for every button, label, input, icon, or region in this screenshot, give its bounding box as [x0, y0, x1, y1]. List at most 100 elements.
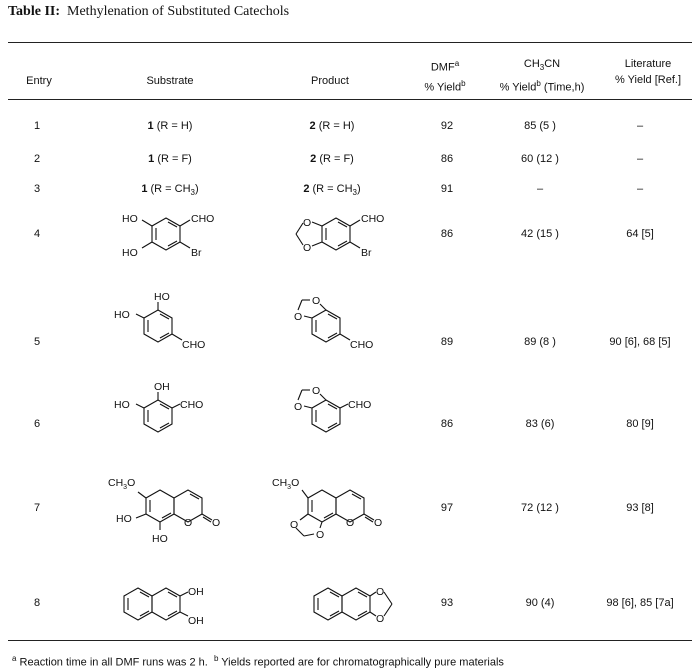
ho-label: HO: [152, 533, 168, 545]
bond: [295, 233, 304, 246]
oh-label: OH: [188, 615, 204, 627]
row2-dmf: 86: [440, 153, 454, 165]
header-ch3cn-time: (Time,h): [540, 81, 585, 94]
ho-label: HO: [114, 399, 130, 411]
row2-sub-num: 1: [148, 153, 155, 165]
row1-ch3cn: 85 (5 ): [524, 120, 556, 132]
table-title: Table II: Methylenation of Substituted C…: [8, 4, 289, 20]
row3-substrate: 1 (R = CH3): [100, 183, 240, 197]
row8-product-structure: O O: [313, 586, 393, 625]
br-label: Br: [361, 247, 372, 259]
double-bond: [159, 422, 170, 429]
double-bond: [327, 313, 338, 320]
row8-entry: 8: [33, 597, 41, 609]
row3-prod-num: 2: [303, 183, 310, 195]
header-dmf-top: DMF: [430, 61, 455, 74]
o-label: O: [376, 586, 384, 598]
bond: [299, 513, 309, 521]
row3-sub-r-sub: 3: [190, 188, 195, 198]
footnote-a-mark: a: [12, 654, 17, 663]
o-label: O: [294, 401, 302, 413]
double-bond: [167, 221, 178, 228]
table-caption: Methylenation of Substituted Catechols: [67, 4, 290, 19]
row1-entry: 1: [33, 120, 41, 132]
row7-product-structure: CH3O O O O O: [272, 477, 382, 541]
header-ch3cn-sub: 3: [539, 63, 545, 73]
row5-substrate-structure: HO HO CHO: [114, 291, 205, 351]
row7-dmf: 97: [440, 502, 454, 514]
bond: [303, 315, 313, 319]
o-label: O: [312, 295, 320, 307]
double-bond: [161, 512, 172, 519]
row2-substrate: 1 (R = F): [100, 153, 240, 165]
row3-prod-r-end: ): [357, 183, 361, 195]
row5-entry: 5: [33, 336, 41, 348]
double-bond: [189, 493, 200, 500]
double-bond: [139, 591, 150, 598]
header-dmf-sup: a: [454, 59, 460, 68]
top-rule: [8, 42, 692, 43]
br-label: Br: [191, 247, 202, 259]
row1-substrate: 1 (R = H): [100, 120, 240, 132]
double-bond: [323, 512, 334, 519]
cho-label: CHO: [348, 399, 371, 411]
header-ch3cn-bottom: % Yield: [499, 81, 537, 94]
row6-dmf: 86: [440, 418, 454, 430]
bond: [171, 333, 183, 341]
double-bond: [327, 332, 338, 339]
bond: [303, 533, 315, 537]
header-ch3cn-top-end: CN: [544, 58, 561, 70]
row6-substrate-structure: OH HO CHO: [114, 381, 203, 433]
bond: [311, 241, 323, 247]
double-bond: [167, 591, 178, 598]
bond: [137, 491, 147, 499]
bond: [349, 241, 361, 249]
oh-label: OH: [188, 586, 204, 598]
double-bond: [337, 221, 348, 228]
row4-substrate-structure: HO HO CHO Br: [122, 213, 214, 259]
row1-product: 2 (R = H): [262, 120, 402, 132]
row8-lit: 98 [6], 85 [7a]: [606, 597, 674, 609]
row3-entry: 3: [33, 183, 41, 195]
row5-dmf: 89: [440, 336, 454, 348]
header-ch3cn-bottom-sup: b: [536, 79, 541, 89]
bond: [179, 591, 189, 597]
row5-product-structure: O O CHO: [294, 295, 373, 351]
header-literature: Literature % Yield [Ref.]: [600, 56, 696, 88]
cho-label: CHO: [182, 339, 205, 351]
row2-ch3cn: 60 (12 ): [521, 153, 559, 165]
row4-entry: 4: [33, 228, 41, 240]
o-label: O: [290, 519, 298, 531]
row2-lit: –: [636, 153, 644, 165]
ch3o-label: CH3O: [272, 477, 299, 491]
row5-ch3cn: 89 (8 ): [524, 336, 556, 348]
header-ch3cn-top: CH: [523, 58, 540, 70]
bond: [349, 219, 361, 227]
footnote-b-text: Yields reported are for chromatographica…: [218, 656, 504, 669]
oh-label: OH: [154, 381, 170, 393]
bond: [295, 527, 305, 537]
header-ch3cn: CH3CN % Yieldb (Time,h): [482, 56, 602, 96]
row3-ch3cn: –: [536, 183, 544, 195]
o-label: O: [312, 385, 320, 397]
row3-sub-num: 1: [141, 183, 148, 195]
header-rule: [8, 99, 692, 100]
bond: [295, 222, 304, 235]
row2-prod-r: (R = F): [316, 153, 354, 165]
row3-product: 2 (R = CH3): [262, 183, 402, 197]
cho-label: CHO: [361, 213, 384, 225]
o-label: O: [376, 613, 384, 625]
row4-ch3cn: 42 (15 ): [521, 228, 559, 240]
o-label: O: [303, 242, 311, 254]
row3-dmf: 91: [440, 183, 454, 195]
header-product: Product: [311, 75, 349, 87]
row7-substrate-structure: CH3O HO HO O O: [108, 477, 220, 545]
bond: [369, 611, 377, 617]
double-bond: [357, 610, 368, 617]
row6-lit: 80 [9]: [626, 418, 654, 430]
row6-product-structure: O O CHO: [294, 385, 371, 433]
bond: [135, 513, 147, 519]
bond: [141, 219, 153, 227]
row3-sub-r: (R = CH: [147, 183, 191, 195]
header-substrate: Substrate: [146, 75, 194, 87]
